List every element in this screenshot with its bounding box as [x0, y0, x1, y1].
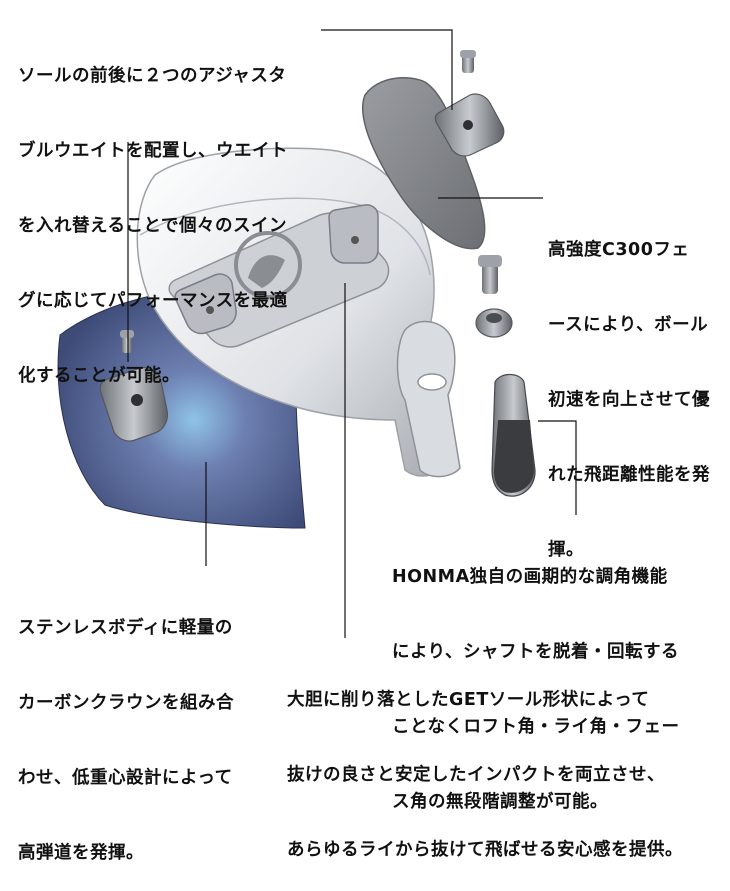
callout-line: グに応じてパフォーマンスを最適	[18, 291, 288, 311]
rear-weight-port	[328, 204, 379, 264]
callout-leader-lines	[127, 29, 577, 638]
callout-c300-face: 高強度C300フェ ースにより、ボール 初速を向上させて優 れた飛距離性能を発 …	[548, 188, 710, 588]
callout-adjustable-weights: ソールの前後に２つのアジャスタ ブルウエイトを配置し、ウエイト を入れ替えること…	[18, 14, 288, 414]
callout-line: わせ、低重心設計によって	[18, 768, 233, 788]
callout-line: ステンレスボディに軽量の	[18, 618, 233, 638]
callout-line: ースにより、ボール	[548, 315, 709, 335]
honma-emblem	[234, 231, 302, 299]
callout-line: 抜けの良さと安定したインパクトを両立させ、	[287, 765, 665, 785]
sleeve-screw	[478, 255, 502, 294]
hosel	[396, 320, 461, 478]
club-head-body	[136, 147, 461, 478]
callout-line: 初速を向上させて優	[548, 390, 710, 410]
callout-line: ブルウエイトを配置し、ウエイト	[18, 141, 288, 161]
callout-line: ソールの前後に２つのアジャスタ	[18, 66, 287, 86]
callout-line: 高弾道を発揮。	[18, 843, 144, 863]
front-weight-port	[174, 273, 237, 335]
callout-line: HONMA独自の画期的な調角機能	[392, 567, 668, 587]
callout-line: 化することが可能。	[18, 366, 180, 386]
callout-line: により、シャフトを脱着・回転する	[392, 642, 679, 662]
callout-line: 高強度C300フェ	[548, 240, 690, 260]
callout-line: カーボンクラウンを組み合	[18, 693, 234, 713]
top-weight-screw	[460, 50, 476, 73]
callout-line: 揮。	[548, 540, 584, 560]
callout-line: を入れ替えることで個々のスイン	[18, 216, 287, 236]
exploded-club-illustration	[57, 29, 577, 638]
face-insert	[362, 77, 486, 250]
callout-line: れた飛距離性能を発	[548, 465, 710, 485]
callout-get-sole: 大胆に削り落としたGETソール形状によって 抜けの良さと安定したインパクトを両立…	[287, 638, 683, 888]
callout-line: あらゆるライから抜けて飛ばせる安心感を提供。	[287, 840, 683, 860]
left-weight-screw	[120, 330, 134, 353]
callout-line: 大胆に削り落としたGETソール形状によって	[287, 690, 650, 710]
callout-carbon-crown: ステンレスボディに軽量の カーボンクラウンを組み合 わせ、低重心設計によって 高…	[18, 566, 234, 891]
